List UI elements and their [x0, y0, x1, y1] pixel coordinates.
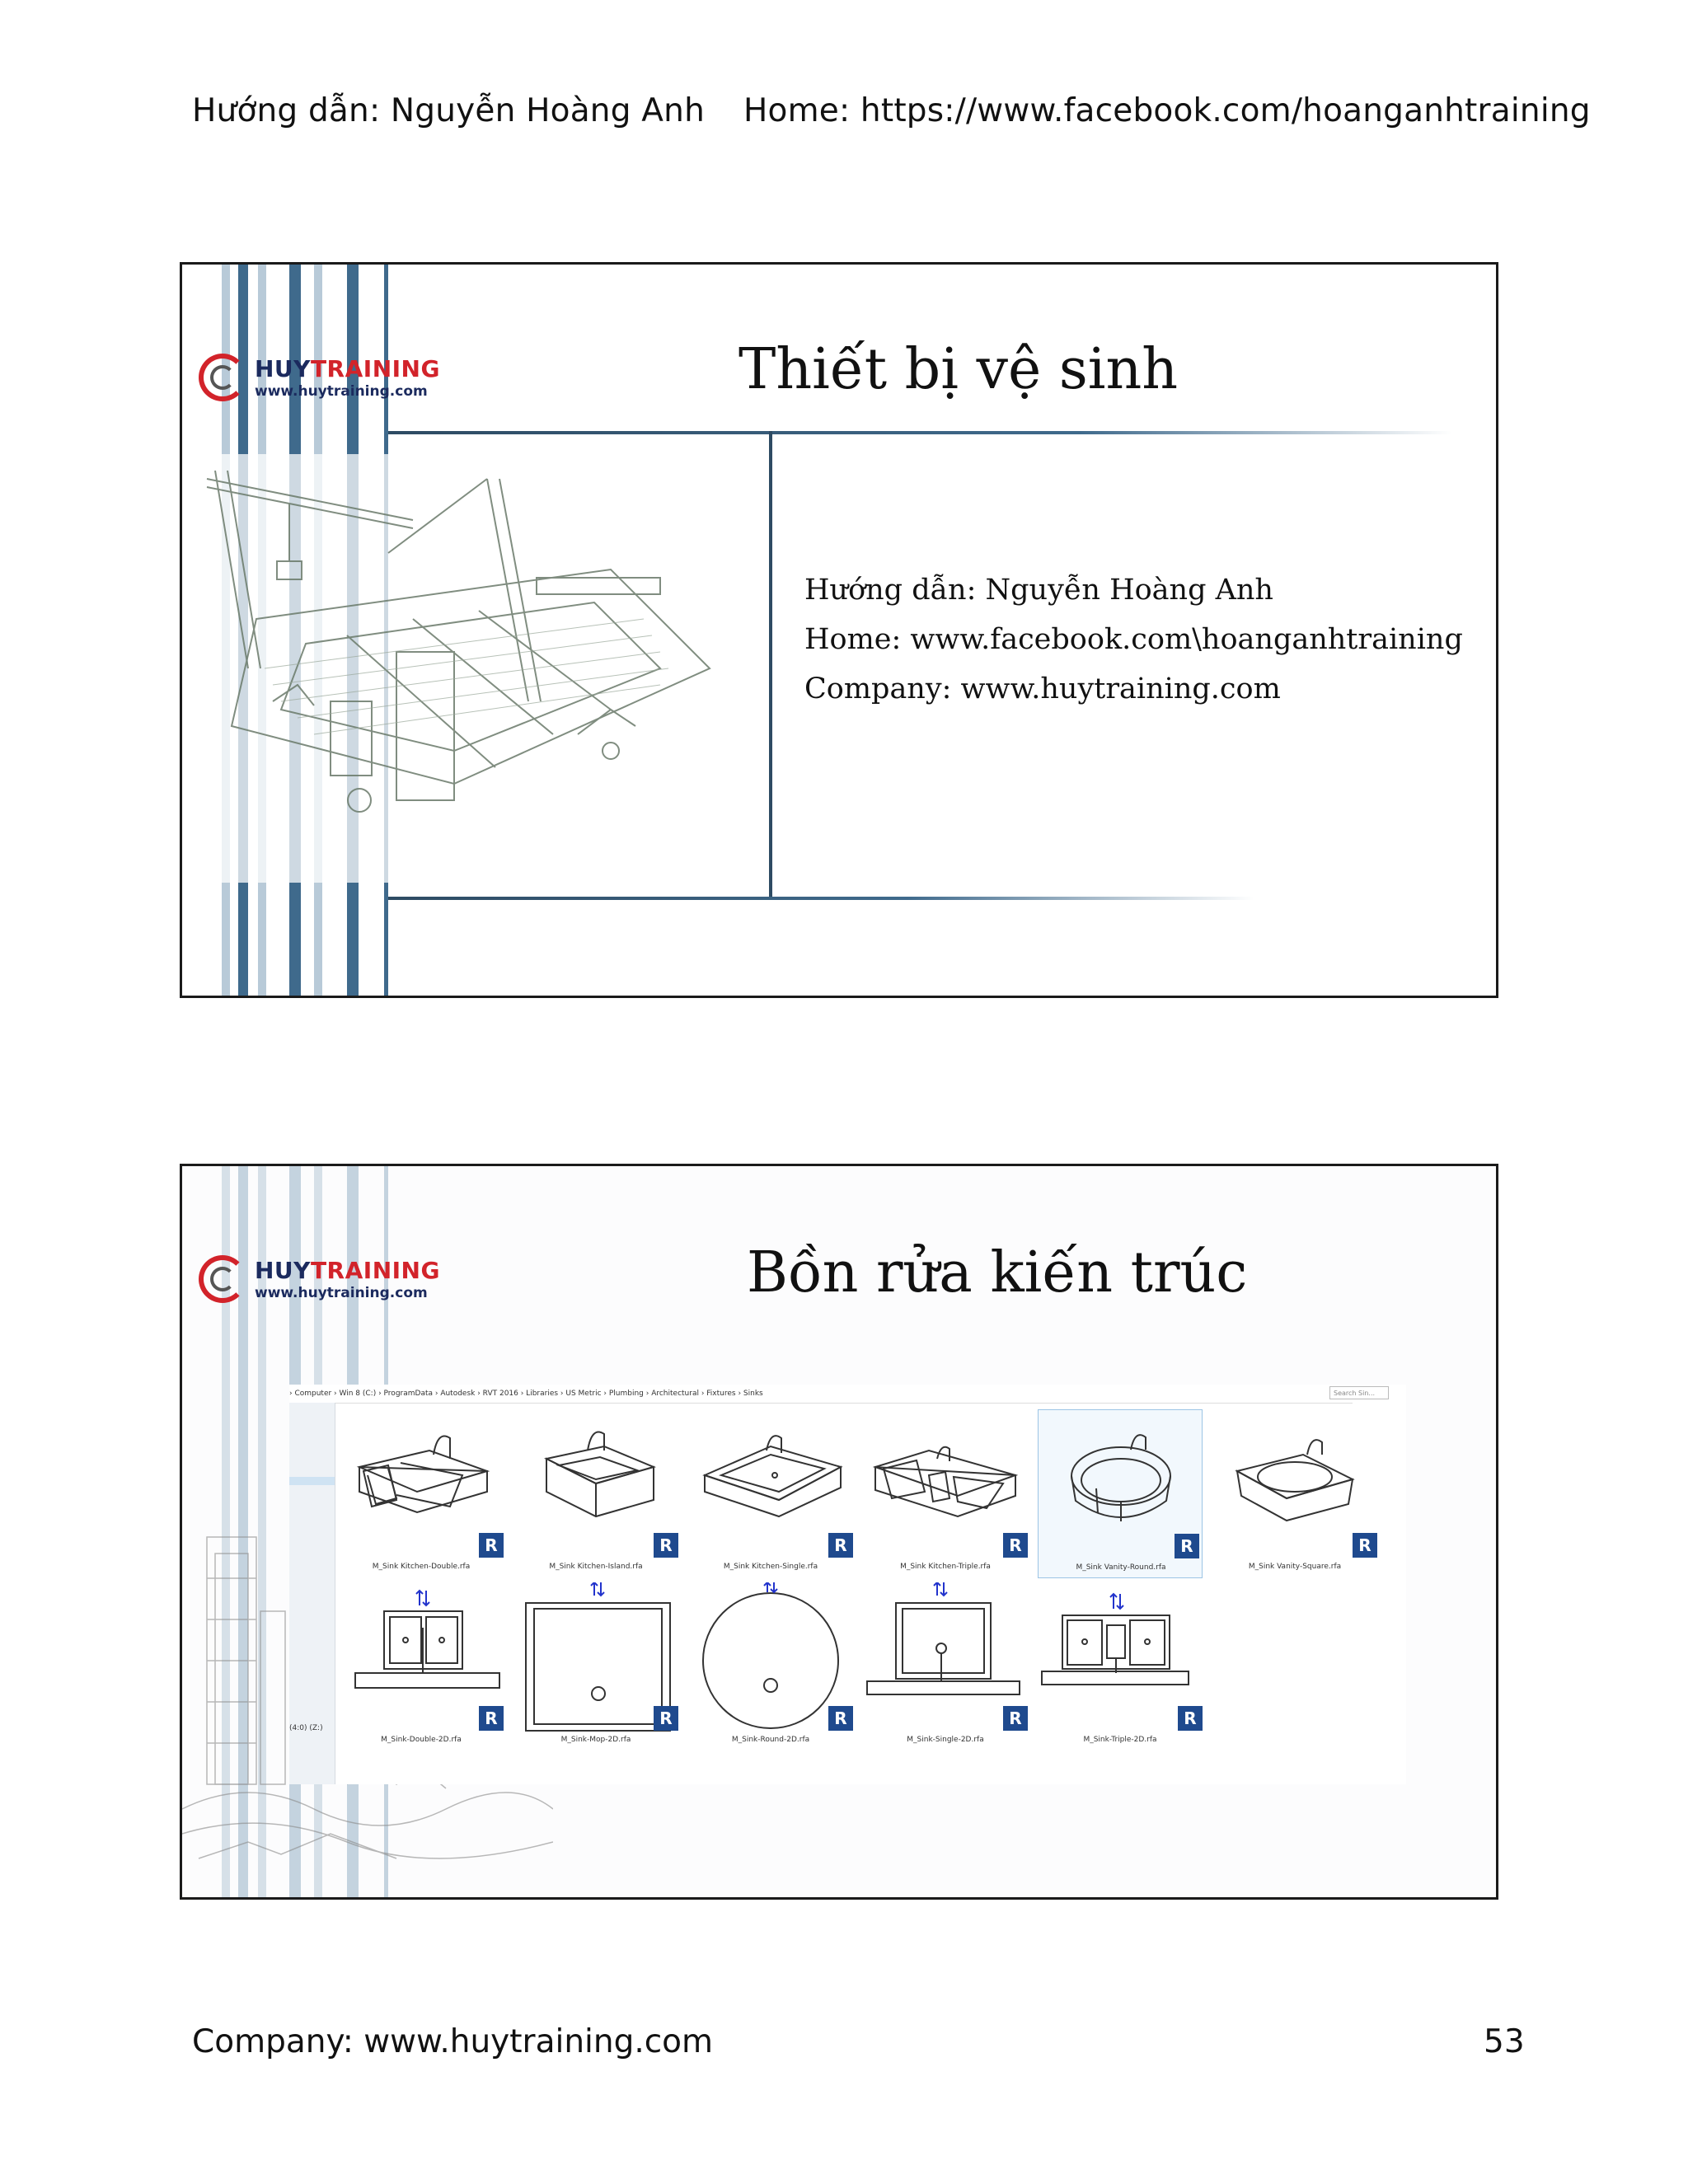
file-name: M_Sink-Single-2D.rfa	[907, 1736, 984, 1744]
file-tile-selected[interactable]: R M_Sink Vanity-Round.rfa	[1038, 1409, 1203, 1578]
logo-url: www.huytraining.com	[255, 1285, 428, 1301]
divider-line	[769, 431, 772, 897]
address-bar[interactable]: › Computer › Win 8 (C:) › ProgramData › …	[289, 1385, 1353, 1404]
file-name: M_Sink Vanity-Round.rfa	[1076, 1563, 1166, 1572]
logo-name: HUYTRAINING	[255, 355, 440, 382]
title-underline	[388, 431, 1451, 434]
slide1-title: Thiết bị vệ sinh	[738, 337, 1179, 402]
file-name: M_Sink-Double-2D.rfa	[381, 1736, 462, 1744]
header-author: Hướng dẫn: Nguyễn Hoàng Anh	[192, 92, 705, 129]
revit-file-icon: R	[1353, 1533, 1377, 1558]
logo-inner-ring-icon	[210, 365, 235, 390]
nav-selection	[289, 1477, 335, 1485]
file-tile[interactable]: R M_Sink Vanity-Square.rfa	[1212, 1409, 1377, 1578]
file-name: M_Sink Kitchen-Double.rfa	[372, 1563, 471, 1571]
revit-file-icon: R	[479, 1706, 504, 1731]
slide2-title: Bồn rửa kiến trúc	[747, 1240, 1248, 1305]
sink-kitchen-triple-icon	[872, 1446, 1019, 1518]
logo-inner-ring-icon	[210, 1267, 235, 1291]
file-name: M_Sink Kitchen-Single.rfa	[723, 1563, 818, 1571]
file-tile[interactable]: R M_Sink Kitchen-Island.rfa	[513, 1409, 678, 1578]
revit-file-icon: R	[1003, 1533, 1028, 1558]
revit-file-icon: R	[828, 1706, 853, 1731]
logo-url: www.huytraining.com	[255, 383, 428, 400]
footer-company[interactable]: Company: www.huytraining.com	[192, 2023, 714, 2060]
header-home-link[interactable]: Home: https://www.facebook.com/hoanganht…	[743, 92, 1591, 129]
sink-vanity-square-icon	[1235, 1439, 1355, 1522]
drive-label[interactable]: (4:0) (Z:)	[289, 1724, 323, 1732]
file-tile[interactable]: R M_Sink-Mop-2D.rfa	[513, 1582, 678, 1751]
sink-kitchen-single-icon	[702, 1435, 843, 1518]
huytraining-logo: HUYTRAINING www.huytraining.com	[199, 1250, 439, 1316]
bottom-rule	[388, 897, 1254, 900]
logo-ring-icon	[199, 354, 246, 401]
navigation-pane[interactable]: (4:0) (Z:)	[289, 1403, 335, 1784]
file-tile[interactable]: R M_Sink Kitchen-Triple.rfa	[863, 1409, 1028, 1578]
file-name: M_Sink-Mop-2D.rfa	[560, 1736, 631, 1744]
sink-double-2d-icon	[354, 1589, 500, 1689]
page-number: 53	[1484, 2023, 1525, 2060]
revit-file-icon: R	[654, 1533, 678, 1558]
huytraining-logo: HUYTRAINING www.huytraining.com	[199, 349, 439, 415]
construction-sketch-image	[182, 454, 759, 883]
info-company[interactable]: Company: www.huytraining.com	[804, 673, 1281, 705]
slide-sinks: HUYTRAINING www.huytraining.com Bồn rửa …	[180, 1164, 1498, 1900]
file-name: M_Sink-Round-2D.rfa	[731, 1736, 810, 1744]
revit-file-icon: R	[479, 1533, 504, 1558]
sink-vanity-round-icon	[1071, 1434, 1171, 1521]
file-name: M_Sink Kitchen-Island.rfa	[549, 1563, 643, 1571]
logo-ring-icon	[199, 1255, 246, 1303]
file-tile[interactable]: R M_Sink Kitchen-Single.rfa	[688, 1409, 853, 1578]
search-input[interactable]: Search Sin...	[1329, 1386, 1389, 1399]
info-home[interactable]: Home: www.facebook.com\hoanganhtraining	[804, 623, 1463, 656]
revit-file-icon: R	[828, 1533, 853, 1558]
decor-bar	[238, 1166, 248, 1897]
city-sketch-image	[182, 1536, 553, 1859]
file-tile[interactable]: R M_Sink Kitchen-Double.rfa	[339, 1409, 504, 1578]
slide1-info: Hướng dẫn: Nguyễn Hoàng Anh Home: www.fa…	[804, 565, 1463, 714]
decor-bar	[222, 1166, 230, 1897]
decor-bar	[258, 1166, 266, 1897]
sink-kitchen-island-icon	[544, 1431, 657, 1518]
sink-single-2d-icon	[866, 1582, 1020, 1695]
sink-kitchen-double-icon	[356, 1435, 490, 1514]
revit-file-icon: R	[1003, 1706, 1028, 1731]
info-author: Hướng dẫn: Nguyễn Hoàng Anh	[804, 574, 1273, 607]
file-name: M_Sink Kitchen-Triple.rfa	[900, 1563, 991, 1571]
file-name: M_Sink Vanity-Square.rfa	[1248, 1563, 1342, 1571]
sink-round-2d-icon	[702, 1582, 839, 1729]
sink-mop-2d-icon	[525, 1582, 671, 1732]
file-name: M_Sink-Triple-2D.rfa	[1083, 1736, 1157, 1744]
file-tile[interactable]: R M_Sink-Triple-2D.rfa	[1038, 1582, 1203, 1751]
revit-file-icon: R	[1178, 1706, 1203, 1731]
file-explorer-window: › Computer › Win 8 (C:) › ProgramData › …	[289, 1385, 1406, 1784]
slide-title: HUYTRAINING www.huytraining.com Thiết bị…	[180, 262, 1498, 998]
file-tile[interactable]: R M_Sink-Single-2D.rfa	[863, 1582, 1028, 1751]
file-tile[interactable]: R M_Sink-Double-2D.rfa	[339, 1582, 504, 1751]
revit-file-icon: R	[1175, 1534, 1199, 1558]
sink-triple-2d-icon	[1041, 1592, 1189, 1685]
logo-name: HUYTRAINING	[255, 1257, 440, 1284]
file-tile[interactable]: R M_Sink-Round-2D.rfa	[688, 1582, 853, 1751]
revit-file-icon: R	[654, 1706, 678, 1731]
